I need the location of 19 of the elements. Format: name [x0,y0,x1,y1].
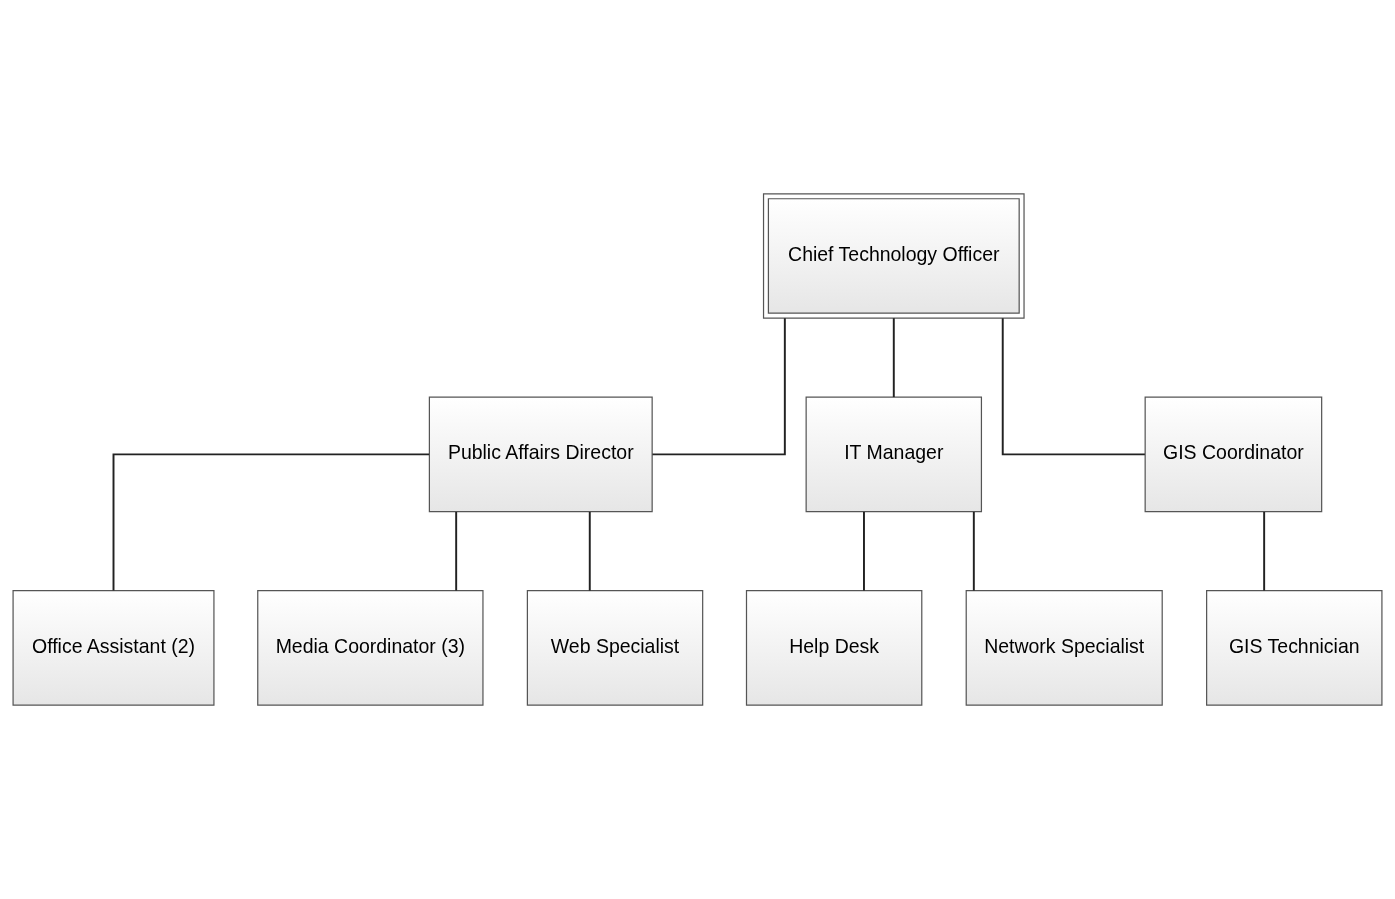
connector [1001,317,1146,456]
connector [1263,510,1266,592]
node-box: Office Assistant (2) [12,590,215,706]
connector [455,510,458,592]
node-box: GIS Coordinator [1144,396,1323,513]
connector [892,317,895,399]
connector [651,317,786,456]
node-box: Web Specialist [526,590,704,706]
connector [112,453,431,592]
node-box: GIS Technician [1206,590,1383,706]
node-box: Chief Technology Officer [762,193,1025,319]
node-box: Network Specialist [965,590,1163,706]
node-box: Help Desk [745,590,923,706]
node-box: IT Manager [805,396,983,513]
connector [972,510,975,592]
node-box: Media Coordinator (3) [257,590,484,706]
node-box: Public Affairs Director [428,396,653,513]
connector [863,510,865,592]
connector [588,510,591,592]
